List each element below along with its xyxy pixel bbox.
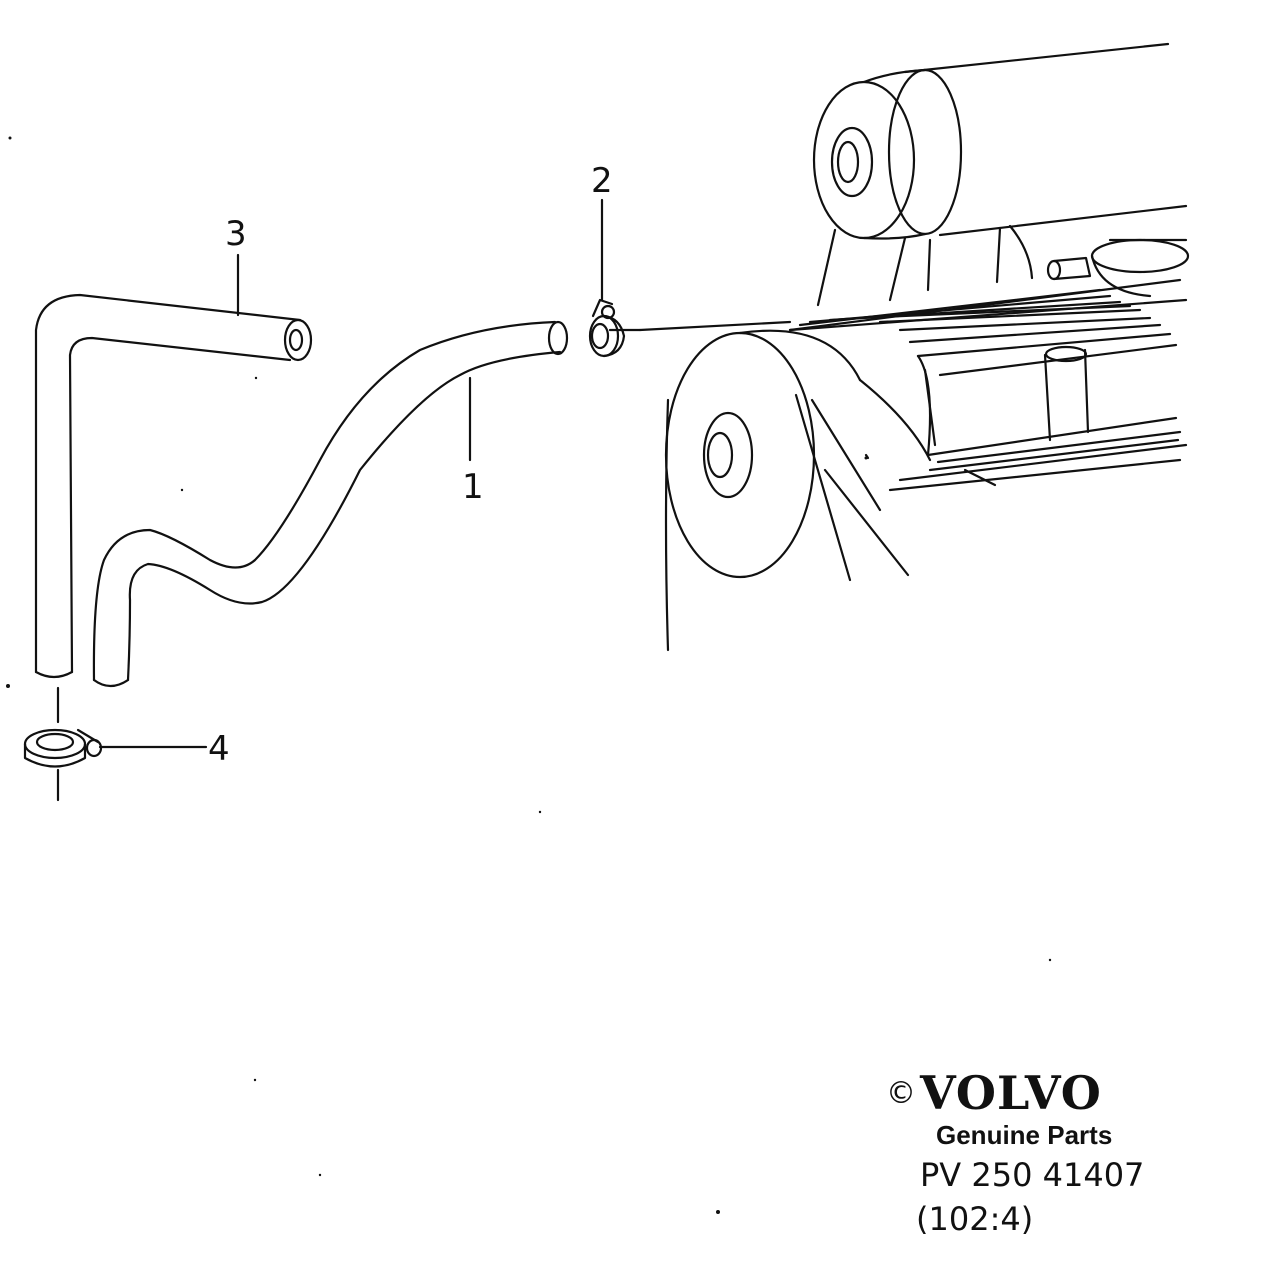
hose-part-1 — [92, 320, 569, 688]
callout-1: 1 — [462, 467, 484, 507]
callout-2: 2 — [591, 161, 613, 201]
scan-dots — [6, 136, 1052, 1214]
clamp-part-4 — [23, 686, 103, 802]
hose-part-3 — [34, 293, 313, 679]
callout-3: 3 — [225, 214, 247, 254]
part-reference: PV 250 41407 — [920, 1156, 1145, 1194]
genuine-parts-label: Genuine Parts — [936, 1120, 1113, 1150]
copyright-symbol: © — [886, 1076, 916, 1111]
engine-illustration — [608, 42, 1190, 652]
group-reference: (102:4) — [916, 1200, 1034, 1238]
leader-lines — [98, 198, 604, 749]
clamp-part-2 — [588, 298, 626, 358]
callout-4: 4 — [208, 729, 230, 769]
volvo-logo: VOLVO — [920, 1066, 1102, 1120]
